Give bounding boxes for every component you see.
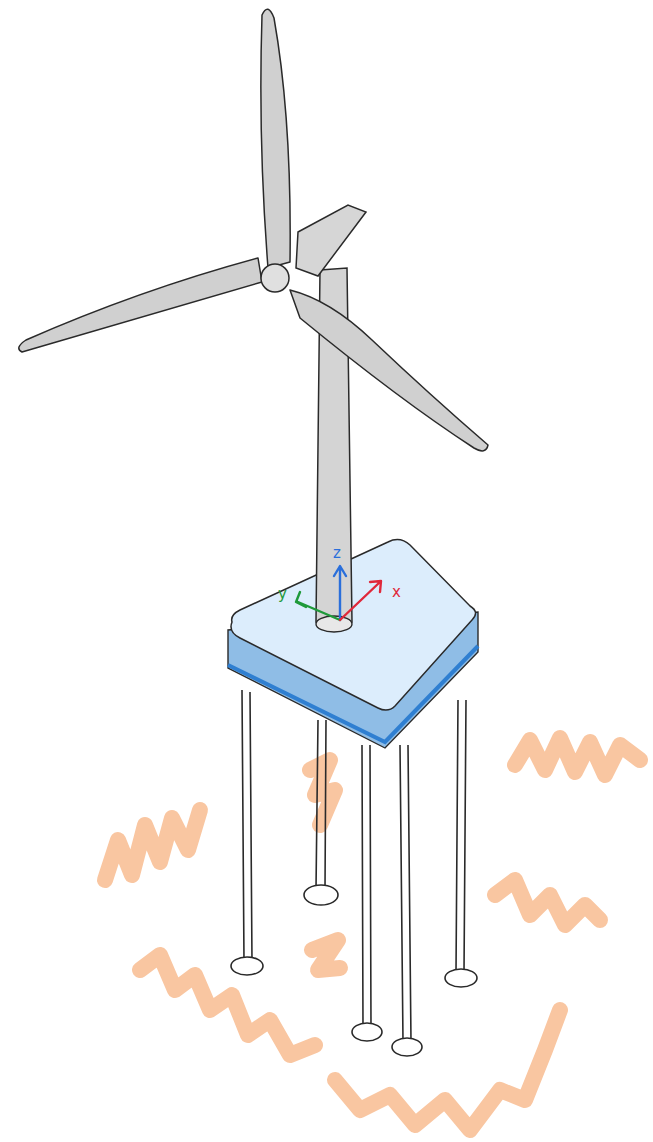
tension-leg: [231, 690, 477, 1056]
coordinate-axes: [296, 566, 381, 620]
platform-deck: [231, 540, 476, 710]
axis-label-x: x: [392, 584, 401, 600]
axis-label-z: z: [333, 545, 341, 561]
rotor-hub: [261, 264, 289, 292]
rotor-blade: [19, 9, 488, 451]
nacelle: [296, 205, 366, 276]
seabed-scribble: [105, 738, 640, 1130]
axis-label-y: y: [278, 586, 287, 602]
